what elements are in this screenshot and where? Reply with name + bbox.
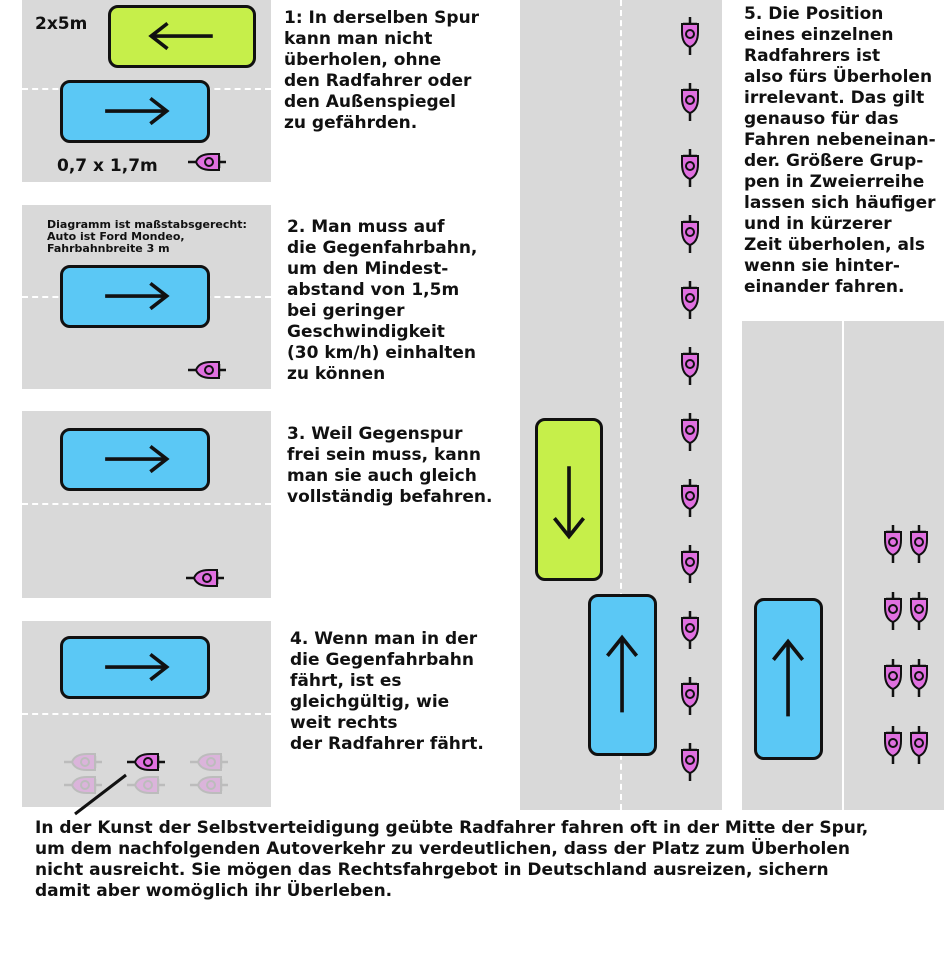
cyclist-single-file	[680, 147, 700, 189]
step-3-text: 3. Weil Gegenspur frei sein muss, kann m…	[287, 424, 493, 507]
step-2-text: 2. Man muss auf die Gegenfahrbahn, um de…	[287, 217, 478, 384]
cyclist-single-file	[680, 345, 700, 387]
cyclist-pair	[909, 523, 929, 565]
step-1-text: 1: In derselben Spur kann man nicht über…	[284, 8, 480, 133]
lane-divider-single-file	[620, 0, 622, 810]
ghost-cyclist	[125, 775, 167, 795]
lane-divider-4	[22, 713, 271, 715]
cyclist-pair	[883, 590, 903, 632]
cyclist-1	[186, 152, 228, 172]
cyclist-3	[184, 568, 226, 588]
cyclist-2	[186, 360, 228, 380]
oncoming-car-vertical	[535, 418, 603, 581]
overtaking-car-4	[60, 636, 210, 699]
oncoming-car-1	[108, 5, 256, 68]
overtaking-car-3	[60, 428, 210, 491]
overtaking-car-1	[60, 80, 210, 143]
cyclist-single-file	[680, 609, 700, 651]
overtaking-car-vertical-2	[754, 598, 823, 760]
cyclist-pair	[909, 590, 929, 632]
ghost-cyclist	[62, 775, 104, 795]
step-5-text: 5. Die Position eines einzelnen Radfahre…	[744, 4, 936, 297]
car-dimension-label: 2x5m	[35, 14, 88, 34]
cyclist-single-file	[680, 15, 700, 57]
cyclist-pair	[883, 523, 903, 565]
cyclist-pair	[909, 657, 929, 699]
lane-divider-3	[22, 503, 271, 505]
cyclist-single-file	[680, 543, 700, 585]
cyclist-single-file	[680, 741, 700, 783]
overtaking-car-vertical-1	[588, 594, 657, 756]
ghost-cyclist	[62, 752, 104, 772]
ghost-cyclist	[188, 752, 230, 772]
overtaking-car-2	[60, 265, 210, 328]
cyclist-pair	[883, 724, 903, 766]
cyclist-single-file	[680, 675, 700, 717]
cyclist-single-file	[680, 81, 700, 123]
caption: In der Kunst der Selbstverteidigung geüb…	[35, 818, 869, 901]
cyclist-4	[125, 752, 167, 772]
cyclist-single-file	[680, 477, 700, 519]
step-4-text: 4. Wenn man in der die Gegenfahrbahn fäh…	[290, 629, 484, 754]
lane-divider-pairs	[842, 321, 844, 810]
cyclist-pair	[909, 724, 929, 766]
cyclist-single-file	[680, 411, 700, 453]
scale-note: Diagramm ist maßstabsgerecht: Auto ist F…	[47, 218, 247, 255]
cyclist-single-file	[680, 279, 700, 321]
pointer-line	[74, 773, 127, 816]
ghost-cyclist	[188, 775, 230, 795]
bike-dimension-label: 0,7 x 1,7m	[57, 156, 158, 176]
cyclist-pair	[883, 657, 903, 699]
cyclist-single-file	[680, 213, 700, 255]
